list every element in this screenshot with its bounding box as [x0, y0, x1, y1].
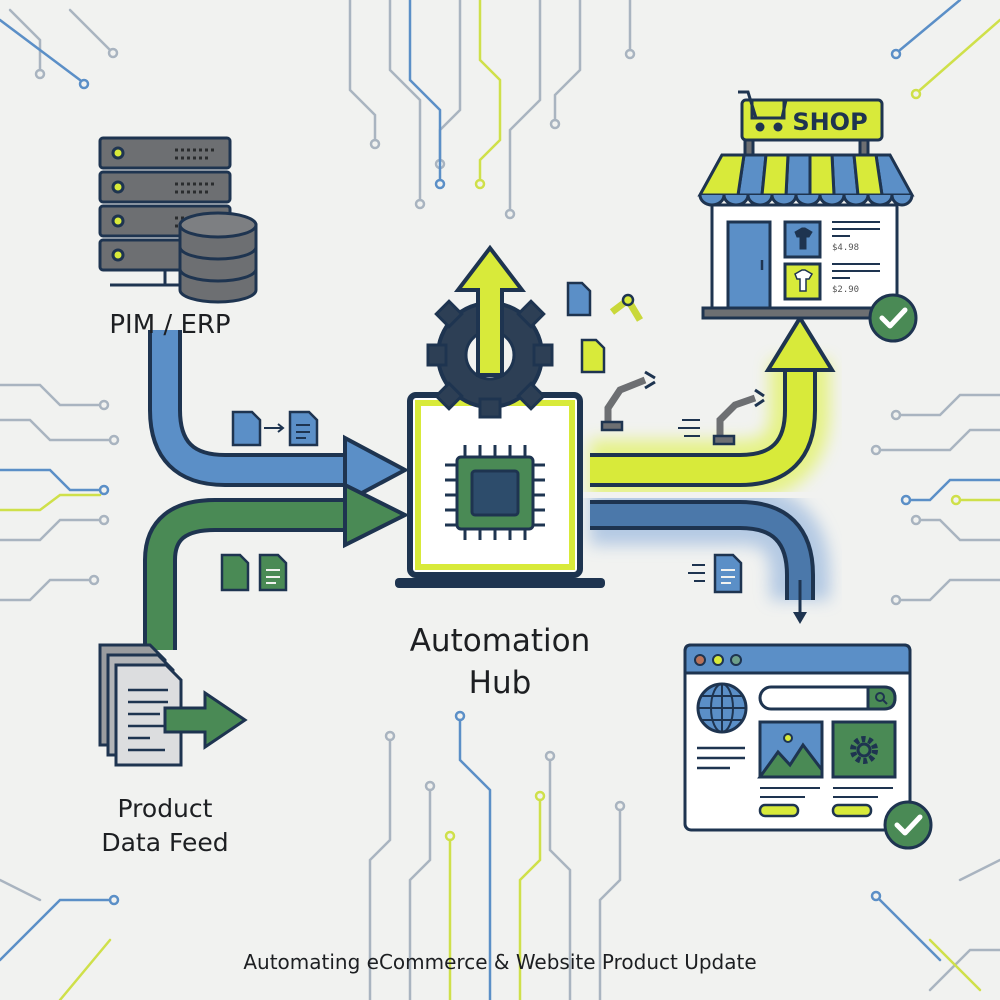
website-browser-icon	[683, 643, 912, 832]
flow-pim-to-hub	[148, 330, 410, 506]
product-feed-label-line2: Data Feed	[101, 828, 229, 857]
shop-check-badge-icon	[868, 293, 918, 343]
flow-hub-to-website	[590, 485, 830, 624]
robot-arm-icons	[566, 281, 765, 446]
flow-feed-to-hub	[143, 481, 410, 650]
automation-hub-icon	[395, 244, 605, 588]
server-database-icon	[98, 136, 258, 304]
automation-hub-label: Automation Hub	[380, 620, 620, 704]
shop-storefront-icon	[697, 90, 915, 320]
document-outgoing-icon	[688, 553, 743, 594]
automation-hub-label-line2: Hub	[468, 665, 532, 701]
price-2: $2.90	[832, 285, 859, 295]
price-1: $4.98	[832, 243, 859, 253]
flow-hub-to-shop	[590, 314, 836, 500]
document-pair-icon	[220, 553, 288, 592]
product-feed-label-line1: Product	[117, 794, 213, 823]
automation-hub-label-line1: Automation	[409, 623, 591, 659]
document-transfer-icon	[231, 410, 319, 447]
website-check-badge-icon	[883, 800, 933, 850]
shop-sign-text: SHOP	[792, 108, 867, 136]
up-arrow-icon	[453, 244, 527, 377]
product-feed-label: Product Data Feed	[70, 792, 260, 860]
pim-erp-label: PIM / ERP	[109, 310, 231, 340]
diagram-title: Automating eCommerce & Website Product U…	[243, 950, 757, 974]
product-feed-icon	[98, 643, 248, 767]
